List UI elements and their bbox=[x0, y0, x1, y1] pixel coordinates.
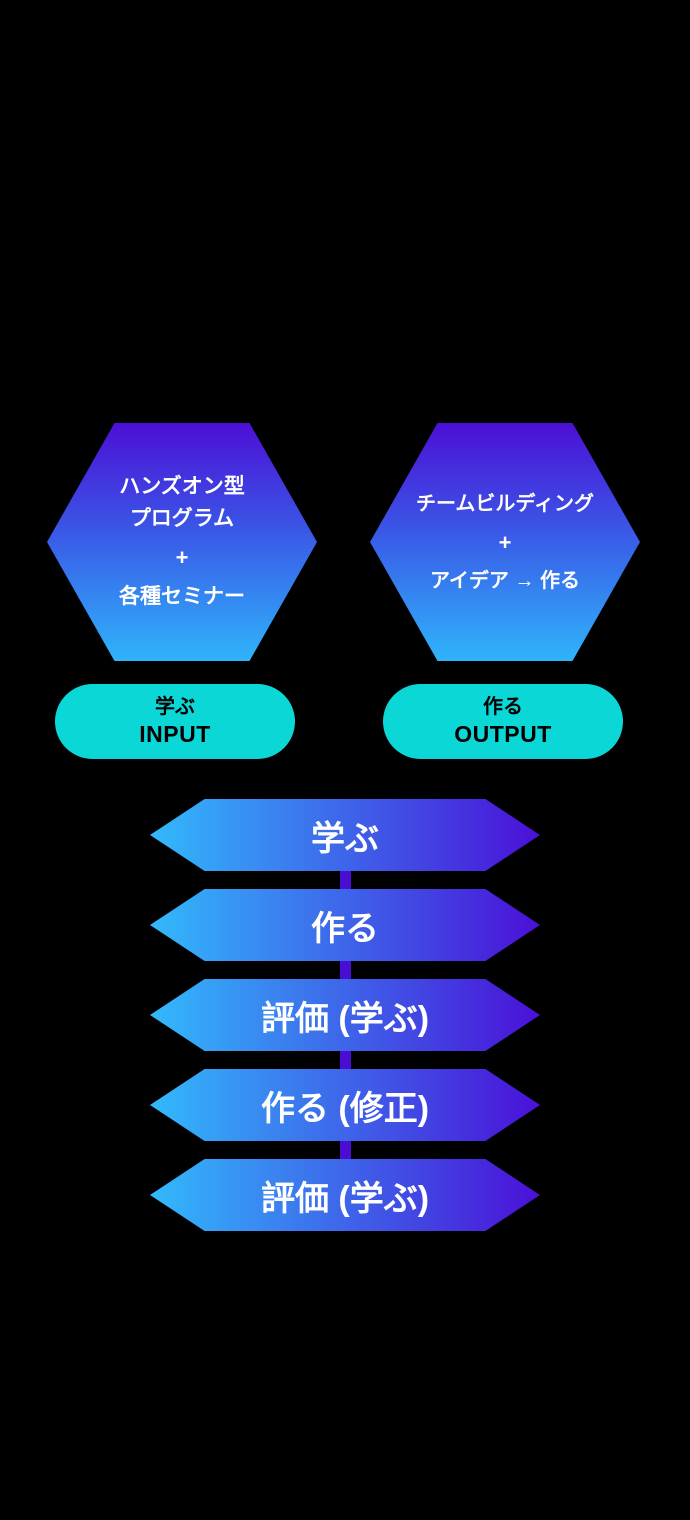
flow-step-label: 作る bbox=[311, 909, 379, 948]
flow-step-label: 作る (修正) bbox=[260, 1089, 430, 1128]
flow-connector bbox=[340, 1136, 351, 1164]
flow-step-make-fix: 作る (修正) bbox=[150, 1069, 540, 1141]
hexagon-output-program: チームビルディング + アイデア → 作る bbox=[370, 423, 640, 661]
hexagon-left-line-2: プログラム bbox=[129, 506, 235, 530]
pill-input: 学ぶ INPUT bbox=[55, 684, 295, 759]
pill-input-jp-label: 学ぶ bbox=[155, 695, 195, 718]
flow-connector bbox=[340, 956, 351, 984]
flow-step-make: 作る bbox=[150, 889, 540, 961]
hexagon-left-line-3: 各種セミナー bbox=[119, 585, 245, 609]
plus-sign: + bbox=[175, 545, 189, 571]
hexagon-right-line-2: アイデア → 作る bbox=[429, 569, 581, 592]
hexagon-input-program: ハンズオン型 プログラム + 各種セミナー bbox=[47, 423, 317, 661]
flow-step-label: 学ぶ bbox=[311, 819, 379, 858]
flow-step-learn: 学ぶ bbox=[150, 799, 540, 871]
pill-output: 作る OUTPUT bbox=[383, 684, 623, 759]
flow-step-label: 評価 (学ぶ) bbox=[260, 1179, 430, 1218]
plus-sign: + bbox=[498, 529, 512, 555]
pill-input-en-label: INPUT bbox=[139, 720, 211, 747]
flow-connector bbox=[340, 866, 351, 894]
flow-step-label: 評価 (学ぶ) bbox=[260, 999, 430, 1038]
hexagon-left-line-1: ハンズオン型 bbox=[119, 475, 245, 499]
flow-step-evaluate-2: 評価 (学ぶ) bbox=[150, 1159, 540, 1231]
hexagon-right-line-1: チームビルディング bbox=[416, 492, 594, 515]
flow-step-evaluate-1: 評価 (学ぶ) bbox=[150, 979, 540, 1051]
pill-output-en-label: OUTPUT bbox=[454, 720, 552, 747]
flow-connector bbox=[340, 1046, 351, 1074]
pill-output-jp-label: 作る bbox=[483, 695, 523, 718]
